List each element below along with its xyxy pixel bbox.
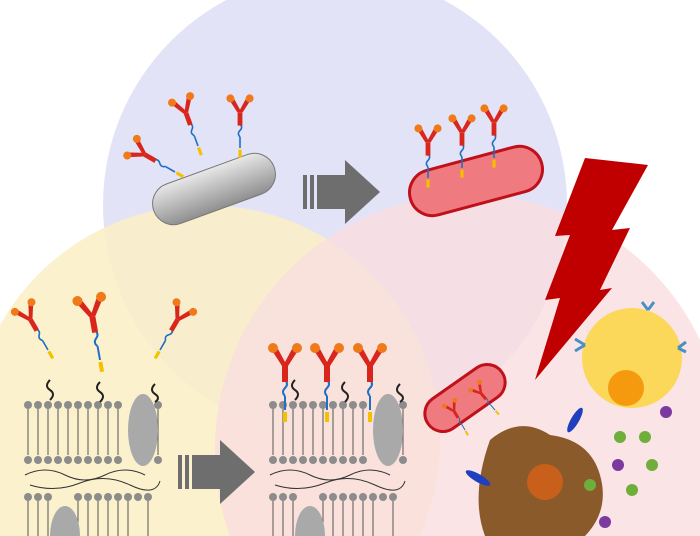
receptor-icon (567, 407, 583, 433)
bacterium-icon (152, 152, 276, 226)
immune-cell-icon (582, 308, 682, 408)
lightning-icon (535, 158, 648, 380)
granules (612, 406, 672, 496)
immune-cell-nucleus (608, 370, 644, 406)
bacterium-icon (423, 363, 507, 433)
lipid-bilayer-icon (24, 379, 162, 536)
macrophage-nucleus (527, 464, 563, 500)
arrow-right-icon (178, 440, 255, 504)
bacterium-icon (408, 144, 544, 218)
receptor-icon (465, 470, 491, 486)
arrow-right-icon (303, 160, 380, 224)
